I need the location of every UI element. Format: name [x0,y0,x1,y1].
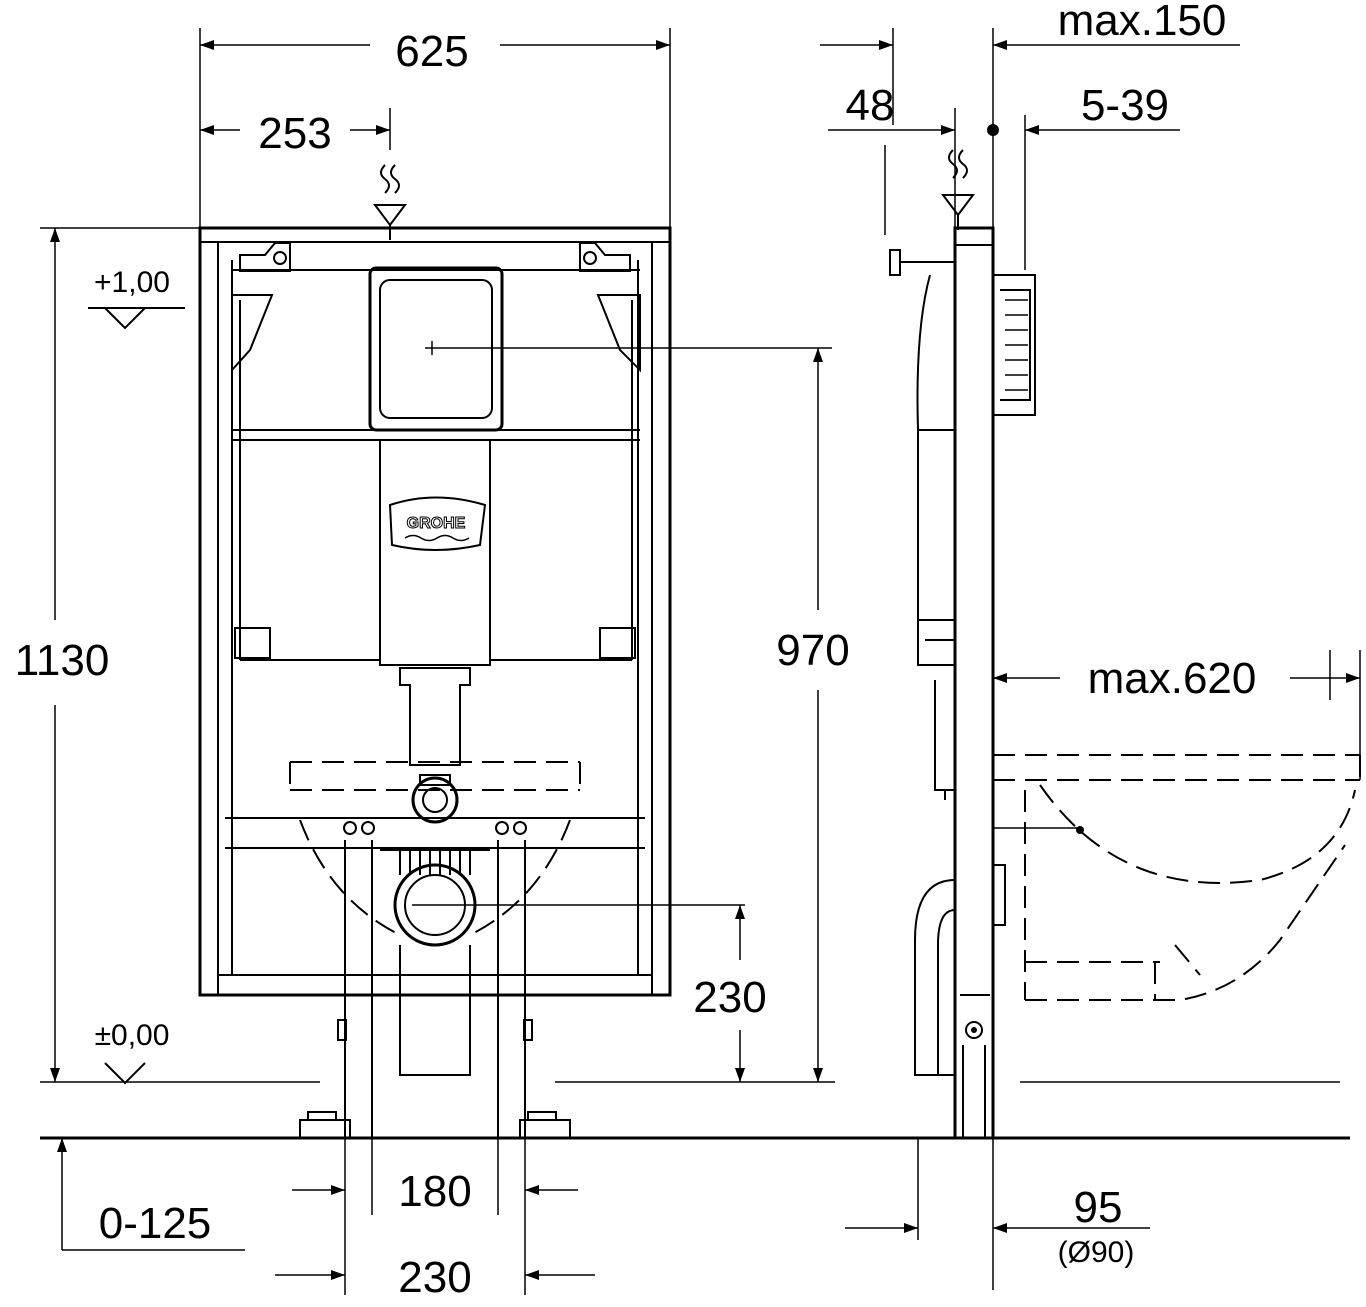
dim-625: 625 [395,27,468,76]
dim-5-39: 5-39 [1081,81,1169,130]
dim-48: 48 [846,81,895,130]
dim-180: 180 [398,1167,471,1216]
dim-0-125: 0-125 [99,1199,212,1248]
dim-1130: 1130 [15,636,110,685]
frame-outline [198,226,672,997]
dim-max-150: max.150 [1058,0,1227,45]
svg-text:GROHE: GROHE [407,515,466,532]
level-floor: ±0,00 [95,1019,170,1052]
water-inlet-icon [380,164,400,194]
flush-plate-opening [368,266,504,432]
dim-230-legs: 230 [398,1253,471,1302]
front-view: 625 253 GROHE [15,27,850,1302]
grohe-logo: GROHE [388,496,487,551]
level-top: +1,00 [94,266,170,299]
dim-970: 970 [776,626,849,675]
dim-diameter-90: (Ø90) [1058,1236,1135,1269]
side-view: max.150 48 5-39 [820,0,1361,1290]
dim-95: 95 [1074,1183,1123,1232]
dim-max-620: max.620 [1088,654,1257,703]
dim-253: 253 [258,109,331,158]
water-inlet-side-icon [941,149,975,230]
dim-230-drain: 230 [693,973,766,1022]
